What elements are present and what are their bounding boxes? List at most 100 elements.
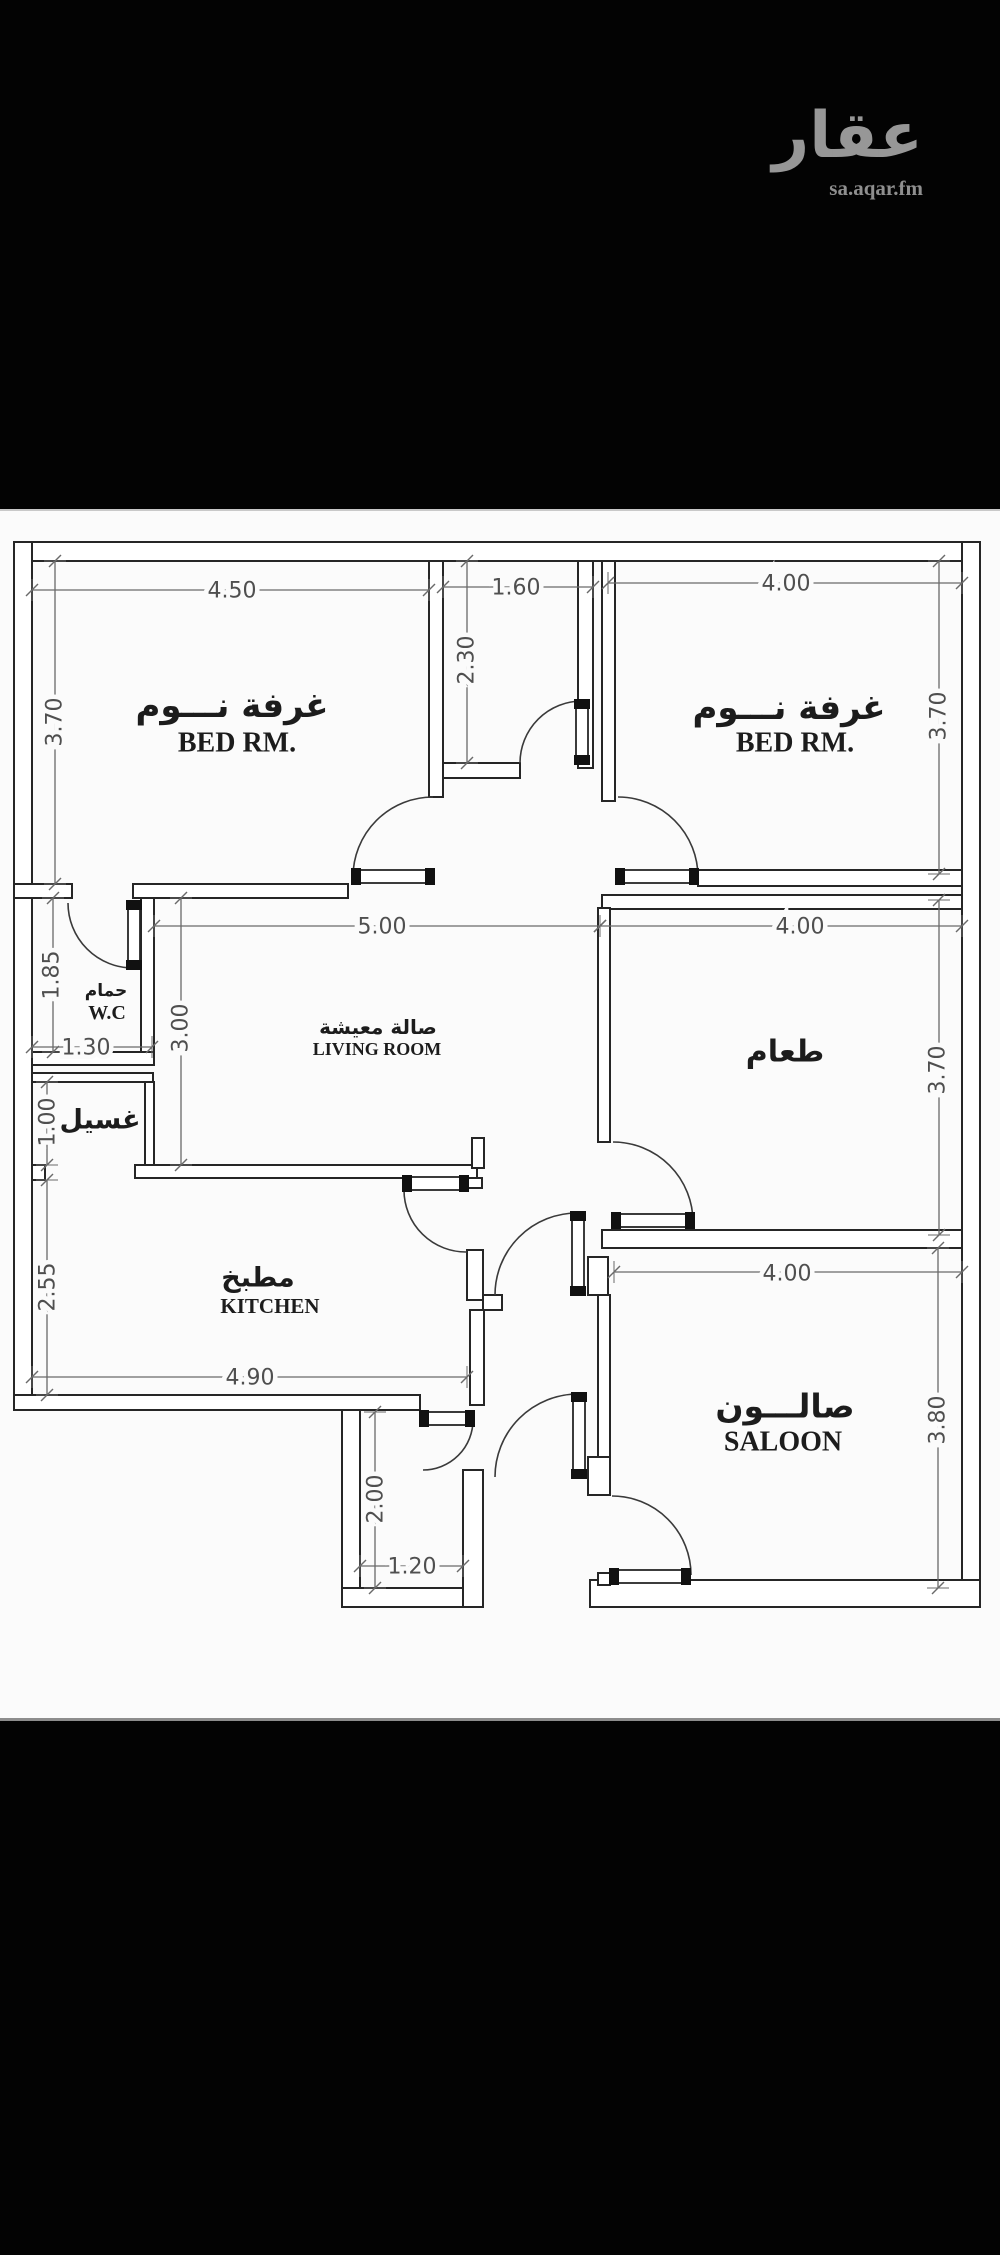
entrance-door-swing-arc — [422, 1419, 474, 1471]
wall-segment — [144, 1081, 155, 1166]
bedroom-1-door-swing-arc — [352, 796, 434, 878]
wall-segment — [587, 1456, 611, 1496]
entrance-door-jamb — [419, 1410, 429, 1427]
bedroom-1-label-ar: غرفة نـــوم — [136, 686, 329, 726]
hall-north-door-leaf — [571, 1211, 585, 1296]
saloon-door-jamb — [681, 1568, 691, 1585]
wall-segment — [601, 1229, 963, 1249]
kitchen-door-swing-arc — [403, 1189, 468, 1253]
hall-south-door-jamb — [571, 1469, 587, 1479]
saloon-label-ar: صالـــون — [715, 1387, 854, 1427]
dining-door-swing-arc — [612, 1141, 694, 1223]
wall-segment — [341, 1409, 361, 1608]
aqar-logo: عقار sa.aqar.fm — [772, 96, 923, 201]
kitchen-door-jamb — [459, 1175, 469, 1192]
hall-south-door-leaf — [572, 1392, 586, 1479]
wall-segment — [428, 560, 444, 798]
wall-segment — [13, 883, 73, 899]
dim-label-4.50: 4.50 — [208, 579, 257, 604]
wall-segment — [132, 883, 349, 899]
kitchen-label-ar: مطبخ — [221, 1263, 295, 1294]
bedroom-2-door-jamb — [615, 868, 625, 885]
kitchen-door-leaf — [402, 1176, 469, 1191]
bottom-black-band — [0, 1721, 1000, 2255]
wc-door-leaf — [127, 900, 141, 970]
wall-segment — [471, 1137, 485, 1169]
dim-label-4.00: 4.00 — [776, 915, 825, 940]
wall-segment — [482, 1294, 503, 1311]
dim-label-2.00: 2.00 — [364, 1475, 389, 1524]
dim-label-1.60: 1.60 — [492, 576, 541, 601]
bedroom-1-door-jamb — [425, 868, 435, 885]
wc-door-jamb — [126, 960, 142, 970]
shaft-door-jamb — [574, 755, 590, 765]
dim-label-1.85: 1.85 — [40, 951, 65, 1000]
living-label-en: LIVING ROOM — [313, 1039, 442, 1059]
wall-segment — [587, 1256, 609, 1296]
hall-north-door-swing-arc — [494, 1212, 578, 1296]
entrance-door-jamb — [465, 1410, 475, 1427]
wall-segment — [697, 869, 963, 887]
hall-south-door-swing-arc — [494, 1393, 579, 1478]
wc-door-swing-arc — [67, 902, 134, 969]
living-label-ar: صالة معيشة — [319, 1015, 437, 1039]
dim-label-3.80: 3.80 — [926, 1396, 951, 1445]
hall-north-door-jamb — [570, 1211, 586, 1221]
kitchen-door-jamb — [402, 1175, 412, 1192]
wall-segment — [134, 1164, 478, 1179]
wall-segment — [13, 1394, 421, 1411]
saloon-door-swing-arc — [611, 1495, 692, 1576]
wall-segment — [466, 1249, 484, 1301]
bedroom-2-label-en: BED RM. — [736, 728, 854, 759]
wall-segment — [597, 907, 611, 1143]
wc-label-ar: حمام — [85, 981, 128, 1001]
wall-segment — [589, 1579, 981, 1608]
wall-segment — [469, 1309, 485, 1406]
wall-segment — [462, 1469, 484, 1608]
dim-label-4.00: 4.00 — [762, 572, 811, 597]
wall-segment — [961, 541, 981, 1608]
dim-label-3.70: 3.70 — [926, 1046, 951, 1095]
laundry-label-ar: غسيل — [59, 1105, 140, 1136]
bedroom-2-door-jamb — [689, 868, 699, 885]
dim-label-1.20: 1.20 — [388, 1555, 437, 1580]
wall-segment — [13, 541, 981, 562]
dim-label-2.55: 2.55 — [36, 1263, 61, 1312]
dim-label-3.00: 3.00 — [169, 1004, 194, 1053]
kitchen-label-en: KITCHEN — [220, 1294, 319, 1318]
saloon-door-leaf — [609, 1569, 691, 1584]
wall-segment — [442, 762, 521, 779]
wall-segment — [601, 560, 616, 802]
saloon-door-jamb — [609, 1568, 619, 1585]
aqar-logo-wordmark: عقار — [772, 99, 923, 173]
saloon-label-en: SALOON — [724, 1427, 842, 1458]
dining-door-jamb — [611, 1212, 621, 1229]
wall-segment — [341, 1587, 464, 1608]
shaft-door-jamb — [574, 699, 590, 709]
dim-label-2.30: 2.30 — [455, 636, 480, 685]
bedroom-1-door-jamb — [351, 868, 361, 885]
bedroom-1-label-en: BED RM. — [178, 728, 296, 759]
dim-label-1.30: 1.30 — [62, 1036, 111, 1061]
bedroom-2-door-leaf — [615, 869, 699, 884]
wall-segment — [597, 1572, 611, 1586]
wall-segment — [31, 1051, 155, 1066]
dim-label-3.70: 3.70 — [43, 698, 68, 747]
wall-segment — [31, 1164, 46, 1181]
wall-segment — [31, 1072, 154, 1083]
hall-south-door-jamb — [571, 1392, 587, 1402]
top-black-band: عقار sa.aqar.fm — [0, 0, 1000, 509]
dim-label-4.90: 4.90 — [226, 1366, 275, 1391]
shaft-door-swing-arc — [519, 700, 583, 764]
dining-door-jamb — [685, 1212, 695, 1229]
bedroom-1-door-leaf — [351, 869, 435, 884]
dim-label-4.00: 4.00 — [763, 1262, 812, 1287]
aqar-site-url: sa.aqar.fm — [829, 176, 923, 200]
wall-segment — [601, 894, 963, 910]
wall-segment — [467, 1177, 483, 1189]
bedroom-2-door-swing-arc — [617, 796, 699, 878]
floorplan-sheet — [0, 509, 1000, 1721]
wall-segment — [140, 897, 155, 1059]
